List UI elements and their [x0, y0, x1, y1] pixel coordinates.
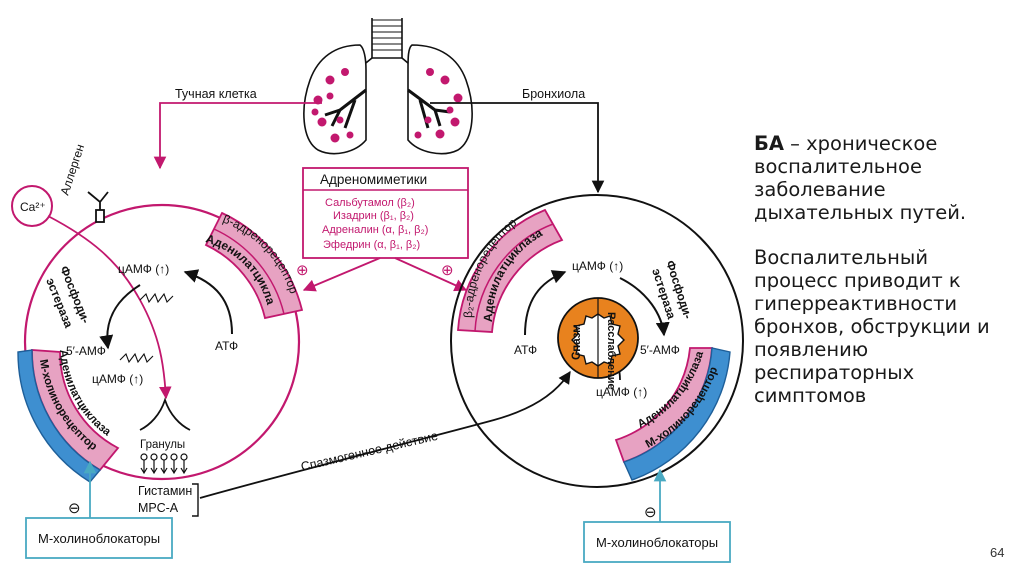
spasm-label: Спазм [571, 324, 583, 360]
camp-low-right: цАМФ (↑) [596, 385, 647, 399]
minus-right: ⊖ [644, 504, 657, 521]
lungs-icon [303, 18, 473, 155]
abbr: БА [754, 132, 784, 155]
bronchiole-label: Бронхиола [522, 87, 585, 101]
mast-cell-pointer [153, 102, 322, 170]
granules-label: Гранулы [140, 439, 185, 451]
amp-left: 5′-АМФ [66, 344, 106, 358]
camp-mid-left: цАМФ (↑) [92, 372, 143, 386]
adrenomimetic-item: Изадрин (β₁, β₂) [333, 210, 414, 222]
camp-up-left: цАМФ (↑) [118, 262, 169, 276]
atp-right: АТФ [514, 343, 537, 357]
allergen-label: Аллерген [58, 142, 88, 197]
adrenomimetic-item: Эфедрин (α, β₁, β₂) [323, 239, 420, 251]
adenylate-cyclase-left-label: Аденилатциклаза [0, 0, 278, 306]
bronchiole-circle [450, 194, 744, 488]
ca-label: Ca²⁺ [20, 200, 46, 214]
histamine-label: Гистамин [138, 484, 192, 498]
m-blockers-right-label: М-холиноблокаторы [596, 535, 718, 550]
atp-left: АТФ [215, 339, 238, 353]
m-blockers-box-left [25, 517, 173, 559]
spasmogenic-label: Спазмогенное действие [300, 429, 440, 474]
adrenomimetics-title: Адреномиметики [320, 172, 427, 187]
side-text: БА – хроническое воспалительное заболева… [754, 132, 1016, 429]
plus-left: ⊕ [296, 262, 309, 279]
m-blockers-box-right [583, 521, 731, 563]
adrenomimetic-item: Сальбутамол (β₂) [325, 197, 415, 209]
adrenomimetics-to-left [302, 257, 381, 292]
smooth-muscle-icon [557, 297, 639, 379]
amp-right: 5′-АМФ [640, 343, 680, 357]
definition-paragraph: БА – хроническое воспалительное заболева… [754, 132, 1016, 224]
camp-up-right: цАМФ (↑) [572, 259, 623, 273]
m-blockers-left-label: М-холиноблокаторы [38, 531, 160, 546]
antibody-icon [87, 191, 109, 223]
beta2-receptor-band-right [457, 208, 564, 333]
plus-right: ⊕ [441, 262, 454, 279]
minus-left: ⊖ [68, 500, 81, 517]
ca-circle [11, 185, 53, 227]
adrenomimetic-item: Адреналин (α, β₁, β₂) [322, 224, 428, 236]
mrs-a-label: МРС-А [138, 501, 179, 515]
inflammation-paragraph: Воспалительный процесс приводит к гиперр… [754, 246, 990, 407]
definition-text: – хроническое воспалительное заболевание… [754, 132, 967, 224]
page-number: 64 [990, 545, 1005, 560]
mast-cell-circle [23, 203, 301, 481]
adrenomimetics-to-right [394, 257, 468, 292]
m-receptor-blue-right [623, 347, 731, 481]
relaxation-label: Расслабление [605, 312, 617, 390]
adrenomimetics-box: Адреномиметики Сальбутамол (β₂) Изадрин … [302, 167, 469, 259]
bronchiole-pointer [430, 102, 605, 194]
mast-cell-label: Тучная клетка [175, 87, 257, 101]
granule-arrows [140, 453, 188, 475]
spasmogenic-arrow [199, 370, 571, 499]
